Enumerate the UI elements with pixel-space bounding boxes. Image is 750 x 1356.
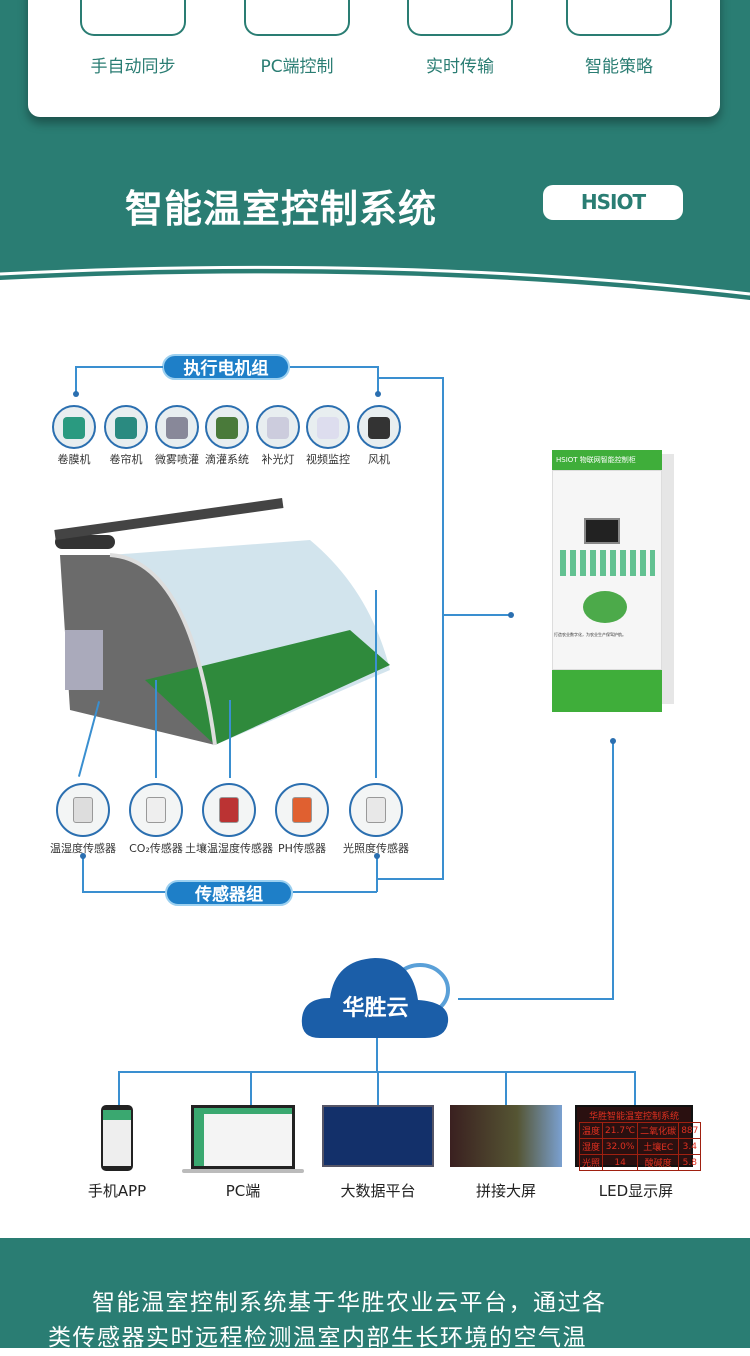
feature-label: 手自动同步	[90, 57, 176, 77]
terminal-0: 手机APP	[82, 1105, 152, 1200]
sensor-group-label: 传感器组	[165, 880, 293, 906]
cloud-icon	[301, 958, 450, 1038]
touch-screen	[584, 518, 620, 544]
sensor-image	[275, 783, 329, 837]
actuator-image	[155, 405, 199, 449]
feature-label: PC端控制	[260, 57, 334, 77]
header-section: 手自动同步 PC端控制 实时传输 智能策略 智能温室控制系统 HSIOT	[0, 0, 750, 340]
wave-divider	[0, 265, 750, 340]
monitor-icon	[244, 0, 350, 36]
feature-manual-auto: 手自动同步	[78, 0, 188, 77]
terminal-label: 大数据平台	[340, 1182, 416, 1200]
terminal-label: 拼接大屏	[475, 1182, 536, 1200]
brand-badge: HSIOT	[543, 185, 683, 220]
terminal-label: LED显示屏	[598, 1182, 674, 1200]
cabinet-brand: HSIOT	[556, 456, 578, 464]
actuator-label: 卷膜机	[57, 453, 91, 466]
feature-label: 实时传输	[426, 57, 494, 77]
actuator-label: 视频监控	[306, 453, 350, 466]
actuator-image	[205, 405, 249, 449]
sensor-label: CO₂传感器	[129, 842, 183, 855]
sensor-image	[349, 783, 403, 837]
sensor-label: PH传感器	[278, 842, 326, 855]
ai-icon	[566, 0, 672, 36]
greenhouse-illustration	[54, 498, 390, 746]
sensor-image	[202, 783, 256, 837]
description-line: 类传感器实时远程检测温室内部生长环境的空气温	[48, 1325, 587, 1351]
elephant-logo-icon	[583, 591, 627, 623]
feature-pc-control: PC端控制	[242, 0, 352, 77]
actuator-image	[306, 405, 350, 449]
actuator-image	[357, 405, 401, 449]
actuator-group-label: 执行电机组	[162, 354, 290, 380]
cloud-label: 华胜云	[342, 996, 409, 1021]
actuator-image	[52, 405, 96, 449]
sensor-label: 土壤温湿度传感器	[185, 842, 273, 855]
description-line: 智能温室控制系统基于华胜农业云平台，通过各	[92, 1290, 607, 1316]
hand-touch-icon	[80, 0, 186, 36]
transfer-icon	[407, 0, 513, 36]
actuator-image	[256, 405, 300, 449]
terminal-2: 大数据平台	[322, 1105, 434, 1200]
actuator-label: 风机	[368, 453, 390, 466]
feature-strategy: 智能策略	[564, 0, 674, 77]
actuator-label: 卷帘机	[109, 453, 143, 466]
terminal-1: PC端	[182, 1105, 304, 1200]
sensor-image	[56, 783, 110, 837]
description-section: 智能温室控制系统基于华胜农业云平台，通过各类传感器实时远程检测温室内部生长环境的…	[0, 1238, 750, 1351]
feature-label: 智能策略	[585, 57, 653, 77]
actuator-label: 微雾喷灌	[155, 453, 199, 466]
terminal-label: 手机APP	[87, 1182, 147, 1200]
features-card: 手自动同步 PC端控制 实时传输 智能策略	[28, 0, 720, 117]
page-title: 智能温室控制系统	[125, 187, 438, 231]
sensor-label: 光照度传感器	[343, 842, 409, 855]
terminal-3: 拼接大屏	[450, 1105, 562, 1200]
feature-realtime: 实时传输	[405, 0, 515, 77]
actuator-label: 补光灯	[261, 453, 295, 466]
sensor-label: 温湿度传感器	[50, 842, 116, 855]
sensor-image	[129, 783, 183, 837]
actuator-image	[104, 405, 148, 449]
terminal-label: PC端	[225, 1182, 261, 1200]
actuator-label: 滴灌系统	[205, 453, 249, 466]
cabinet-title: 物联网智能控制柜	[579, 456, 636, 464]
cabinet-slogan: 打造农业数字化，为农业生产保驾护航。	[554, 632, 626, 637]
control-cabinet: HSIOT 物联网智能控制柜 打造农业数字化，为农业生产保驾护航。	[552, 450, 674, 712]
